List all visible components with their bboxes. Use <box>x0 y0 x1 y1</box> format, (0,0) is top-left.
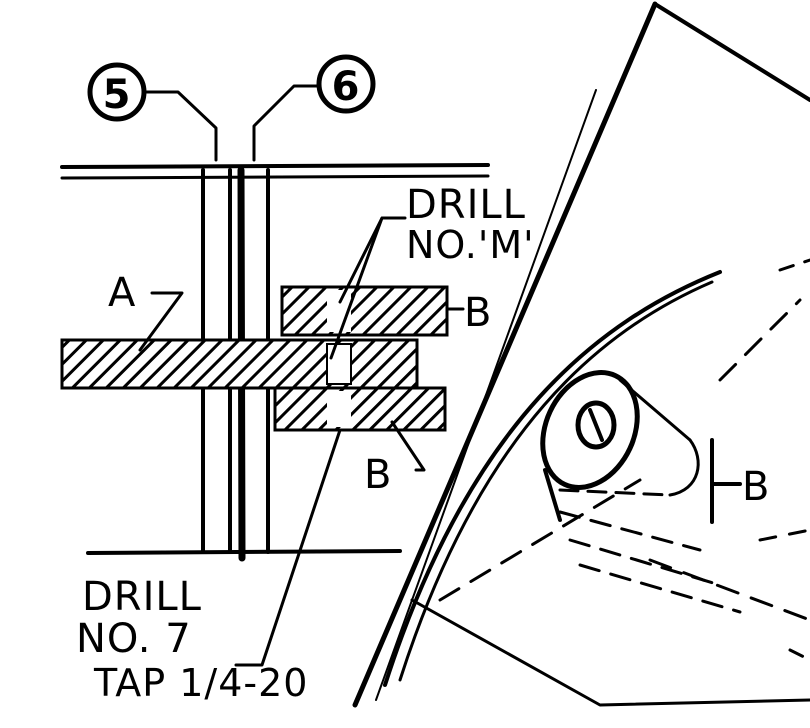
dashed-line-5 <box>558 510 702 552</box>
perspective-view <box>383 258 810 707</box>
callout-6-label: 6 <box>332 64 361 110</box>
bolt-base <box>543 468 562 522</box>
panel-edge-3 <box>375 89 597 701</box>
curved-edge-outer <box>383 270 722 687</box>
bolt-body-bottom <box>558 488 672 497</box>
drill-7-label-line2: NO. 7 <box>76 616 192 662</box>
bolt-slot <box>575 400 617 450</box>
part-a-bar <box>60 338 419 390</box>
bar-hole <box>326 343 352 385</box>
panel-edges <box>352 1 810 708</box>
leader-a <box>138 291 184 352</box>
part-b-top-label: B <box>464 290 492 336</box>
drill-7-label-line3: TAP 1/4-20 <box>93 661 308 705</box>
part-b-bottom-label: B <box>364 452 392 498</box>
section-view <box>60 54 490 667</box>
drill-m-label-line1: DRILL <box>406 182 526 228</box>
top-plate-line-2 <box>60 174 490 180</box>
lower-block-hole <box>327 391 351 427</box>
bottom-edge <box>410 598 810 707</box>
dashed-line-4 <box>758 528 810 542</box>
bracket-b <box>710 438 742 524</box>
panel-edge-2 <box>653 2 810 102</box>
part-b-right-label: B <box>742 464 770 510</box>
dashed-line-6 <box>568 538 722 587</box>
dashed-line-8 <box>778 258 810 272</box>
leader-drill-m-2 <box>329 216 384 360</box>
dashed-line-2 <box>438 478 642 602</box>
bolt-head-ellipse <box>540 370 640 490</box>
leader-5 <box>142 90 218 162</box>
labels: 5 6 DRILL NO.'M' A B B B DRILL NO. 7 TAP… <box>76 64 770 705</box>
leader-drill-7 <box>234 428 342 667</box>
bolt-body-top <box>618 378 692 442</box>
callout-circle-6 <box>316 54 376 114</box>
bolt-slot-line <box>588 408 604 442</box>
leader-b-bottom <box>390 420 426 472</box>
leader-6 <box>252 84 321 162</box>
panel-edge-1 <box>352 1 658 708</box>
part-b-upper-block <box>280 285 449 337</box>
top-plate-line <box>60 163 490 169</box>
drill-m-label-line2: NO.'M' <box>406 223 535 267</box>
part-a-label: A <box>108 270 136 316</box>
dashed-line-7 <box>578 563 742 614</box>
callout-5-label: 5 <box>103 72 132 118</box>
bolt-body-end <box>668 438 700 497</box>
part-b-lower-block <box>273 386 447 432</box>
drill-7-label-line1: DRILL <box>82 574 202 620</box>
dashed-line-9 <box>788 648 810 662</box>
curved-edge-inner <box>398 280 714 682</box>
dashed-line-3 <box>648 558 810 622</box>
dashed-line-1 <box>718 298 802 382</box>
